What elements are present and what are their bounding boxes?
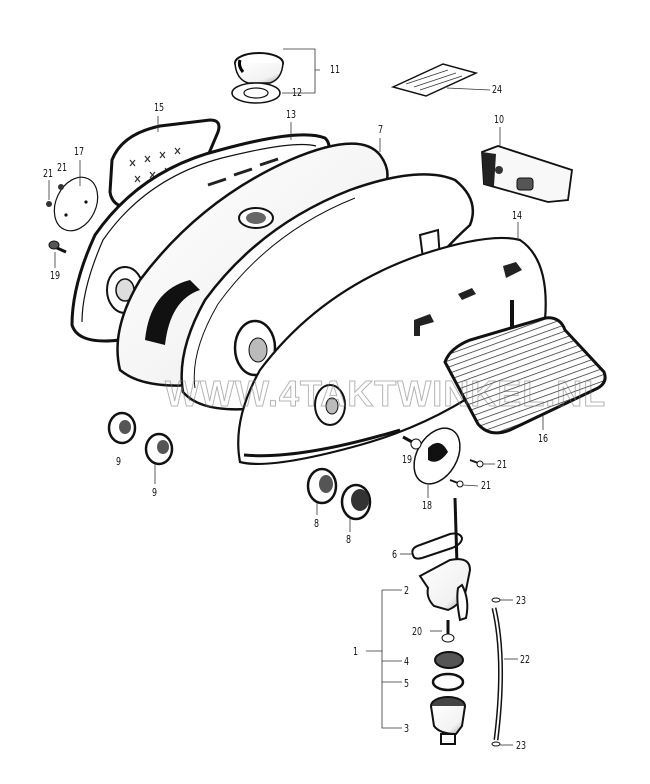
callout-17: 17: [74, 145, 85, 158]
callout-9a: 9: [116, 455, 122, 468]
callout-23b: 23: [516, 739, 527, 752]
screw: [469, 459, 484, 468]
callout-1: 1: [353, 645, 359, 658]
screw: [58, 184, 64, 190]
fuel-cock-gasket: [411, 532, 464, 560]
rubber-cushion: [306, 467, 338, 505]
callout-3: 3: [404, 722, 410, 735]
callout-13: 13: [286, 108, 297, 121]
callout-8a: 8: [314, 517, 320, 530]
callout-14: 14: [512, 209, 523, 222]
hose-clip: [491, 597, 501, 603]
callout-15: 15: [154, 101, 165, 114]
leader-bracket-1: [366, 589, 402, 729]
fuel-hose: [491, 607, 504, 741]
right-emblem: [413, 427, 461, 485]
callout-21c: 21: [497, 458, 508, 471]
strainer-cup: [430, 696, 466, 745]
callout-21d: 21: [481, 479, 492, 492]
callout-21a: 21: [57, 161, 68, 174]
bolt: [48, 240, 67, 254]
left-emblem: [53, 176, 99, 232]
callout-19b: 19: [402, 453, 413, 466]
right-side-cover: [237, 236, 547, 466]
callout-2: 2: [404, 584, 410, 597]
leader-24: [446, 87, 491, 91]
callout-6: 6: [392, 548, 398, 561]
callout-16: 16: [538, 432, 549, 445]
bolt: [402, 435, 422, 450]
right-knee-pad: [443, 316, 607, 435]
fuel-cock-screw: [441, 620, 455, 643]
callout-22: 22: [520, 653, 531, 666]
callout-20: 20: [412, 625, 423, 638]
rubber-cushion: [340, 483, 372, 521]
callout-24: 24: [492, 83, 503, 96]
fuel-strainer-screen: [434, 651, 464, 669]
callout-7: 7: [378, 123, 384, 136]
fuel-cock-body: [418, 497, 472, 622]
fuel-cap: [234, 52, 284, 84]
tool-box: [481, 145, 573, 203]
callout-9b: 9: [152, 486, 158, 499]
callout-4: 4: [404, 655, 410, 668]
leader-11-12: [282, 48, 320, 94]
callout-11: 11: [330, 63, 341, 76]
screw: [46, 201, 52, 207]
leader-21d: [462, 484, 479, 487]
callout-10: 10: [494, 113, 505, 126]
callout-12: 12: [292, 86, 303, 99]
callout-8b: 8: [346, 533, 352, 546]
fuel-cap-gasket: [231, 82, 281, 104]
watermark: WWW.4TAKTWINKEL.NL: [164, 373, 607, 415]
rubber-grommet: [107, 411, 137, 445]
callout-21b: 21: [43, 167, 54, 180]
callout-5: 5: [404, 677, 410, 690]
callout-18: 18: [422, 499, 433, 512]
hose-clip: [491, 741, 501, 747]
rubber-grommet: [144, 432, 174, 466]
callout-23a: 23: [516, 594, 527, 607]
decal-plate: [390, 63, 479, 97]
callout-19a: 19: [50, 269, 61, 282]
strainer-o-ring: [431, 672, 465, 692]
screw: [449, 479, 464, 488]
